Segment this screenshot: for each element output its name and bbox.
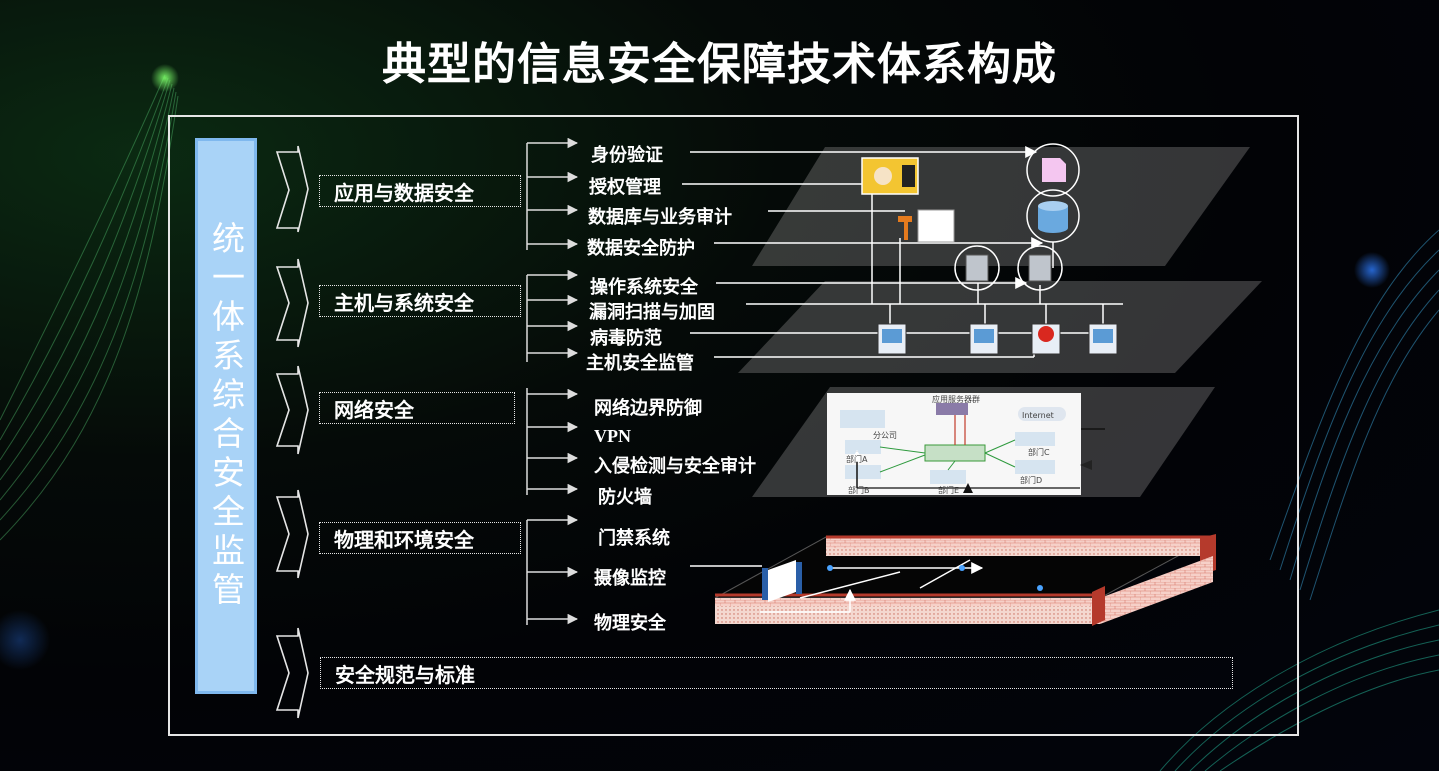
document-icon [1042,158,1066,182]
chevron-arrow-5 [275,627,309,719]
category-network-security: 网络安全 [319,392,515,424]
net-label-dept-e: 部门E [938,485,959,495]
net-label-dept-c: 部门C [1028,447,1050,457]
item-antivirus: 病毒防范 [590,328,662,349]
chevron-arrow-2 [275,258,309,348]
item-boundary-defense: 网络边界防御 [594,398,702,419]
physical-security-illustration [690,534,1216,626]
item-vuln-scan: 漏洞扫描与加固 [589,302,715,323]
item-access-control: 门禁系统 [598,528,670,549]
item-authorization-mgmt: 授权管理 [589,177,661,198]
net-label-dept-d: 部门D [1020,475,1042,485]
chevron-arrows [275,145,309,719]
side-label: 统一体系综合安全监管 [206,221,246,611]
server-icon [1028,254,1052,282]
item-identity-auth: 身份验证 [591,145,663,166]
item-db-business-audit: 数据库与业务审计 [588,207,732,228]
net-label-dept-b: 部门B [848,485,870,495]
item-os-security: 操作系统安全 [590,277,698,298]
chevron-arrow-1 [275,145,309,233]
item-firewall: 防火墙 [598,487,652,508]
page-title: 典型的信息安全保障技术体系构成 [382,39,1057,90]
net-label-internet: Internet [1022,411,1054,420]
item-data-protection: 数据安全防护 [587,238,695,259]
net-label-dept-a: 部门A [846,454,868,464]
server-icon [965,254,989,282]
chevron-arrow-3 [275,365,309,455]
category-security-standards: 安全规范与标准 [320,657,1233,689]
item-vpn: VPN [594,426,631,446]
network-topology-image: 应用服务器群 Internet 分公司 部门A 部门B 部门C 部门D 部门E [827,393,1105,495]
workstation-icons [877,323,1118,355]
category-physical-environment-security: 物理和环境安全 [319,522,521,554]
category-app-data-security: 应用与数据安全 [319,175,521,207]
item-ids-audit: 入侵检测与安全审计 [594,456,756,477]
item-physical-security: 物理安全 [594,613,666,634]
net-label-branch: 分公司 [873,431,897,440]
diagram-frame [168,115,1299,736]
chevron-arrow-4 [275,489,309,579]
side-label-bar: 统一体系综合安全监管 [195,138,257,694]
certificate-icon [917,209,955,243]
database-icon [1038,201,1068,233]
net-label-server: 应用服务器群 [932,394,980,404]
key-icon [898,216,912,240]
item-camera-monitoring: 摄像监控 [594,568,666,589]
item-host-monitoring: 主机安全监管 [586,353,694,374]
category-host-system-security: 主机与系统安全 [319,285,521,317]
